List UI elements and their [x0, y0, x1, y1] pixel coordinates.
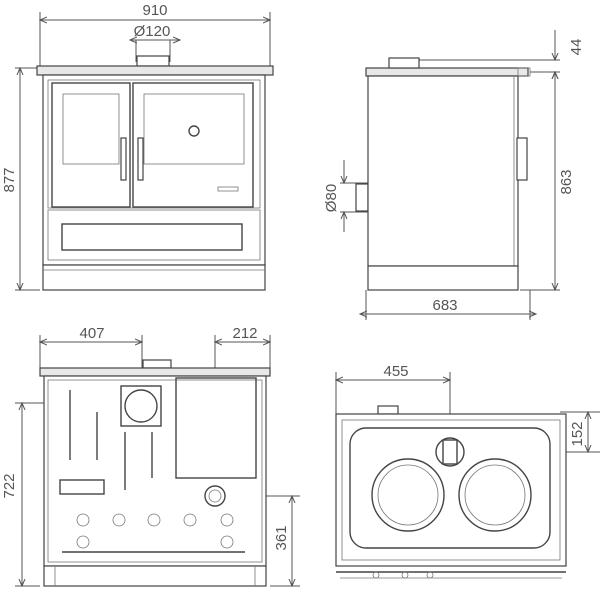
side-flue-diameter-label: Ø80	[323, 184, 340, 212]
rear-offset-left-label: 407	[79, 325, 104, 342]
side-view: 44 863 Ø80 683	[323, 30, 585, 320]
flue-diameter-label: Ø120	[134, 23, 171, 40]
rear-view: 407 212 722 361	[1, 325, 300, 586]
top-depth-offset-label: 152	[569, 421, 586, 446]
top-offset-label: 455	[383, 363, 408, 380]
rear-outlet-height-label: 361	[273, 525, 290, 550]
side-height-label: 863	[558, 169, 575, 194]
top-height-label: 44	[568, 39, 585, 56]
front-width-label: 910	[142, 2, 167, 19]
rear-height-label: 722	[1, 473, 18, 498]
top-view: 455 152	[336, 363, 600, 579]
rear-offset-right-label: 212	[232, 325, 257, 342]
side-depth-label: 683	[432, 297, 457, 314]
front-height-label: 877	[1, 167, 18, 192]
front-view: 910 Ø120 877	[1, 2, 274, 290]
